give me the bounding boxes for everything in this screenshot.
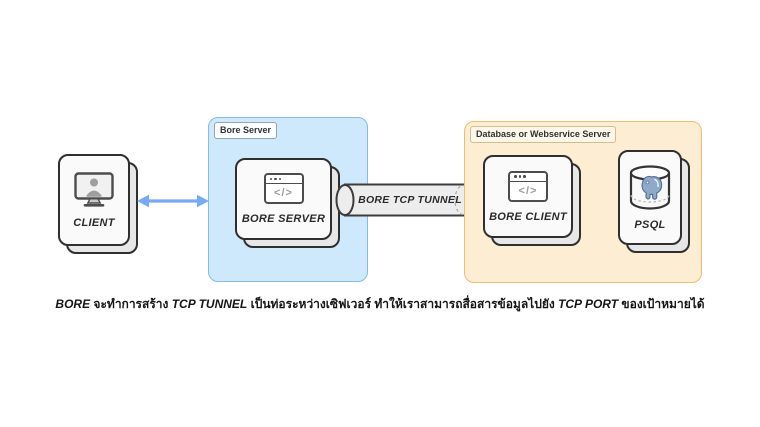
code-glyph: </>	[518, 184, 538, 197]
bore-client-node: </> BORE CLIENT	[483, 155, 581, 246]
monitor-user-icon	[74, 171, 114, 207]
caption-segment: TCP PORT	[558, 297, 619, 311]
client-node: CLIENT	[58, 154, 138, 254]
bore-server-node: </> BORE SERVER	[235, 158, 340, 248]
caption: BORE จะทำการสร้าง TCP TUNNEL เป็นท่อระหว…	[0, 295, 760, 314]
database-group-label: Database or Webservice Server	[470, 126, 617, 143]
code-glyph: </>	[274, 187, 293, 199]
psql-card: PSQL	[618, 150, 682, 245]
bore-client-label: BORE CLIENT	[489, 210, 567, 223]
psql-node: PSQL	[618, 150, 690, 253]
bore-client-card: </> BORE CLIENT	[483, 155, 573, 238]
window-titlebar	[265, 175, 302, 184]
postgres-database-icon	[629, 165, 671, 210]
window-titlebar	[510, 173, 546, 182]
bore-server-group-label: Bore Server	[214, 122, 278, 139]
psql-label: PSQL	[634, 219, 666, 231]
caption-segment: ของเป้าหมายได้	[618, 297, 705, 311]
caption-segment: TCP TUNNEL	[171, 297, 248, 311]
client-label: CLIENT	[73, 216, 115, 229]
code-window-icon: </>	[508, 170, 548, 202]
caption-segment: เป็นท่อระหว่างเซิฟเวอร์ ทำให้เราสามารถสื…	[247, 297, 559, 311]
tunnel-label: BORE TCP TUNNEL	[358, 194, 462, 206]
bore-server-card: </> BORE SERVER	[235, 158, 332, 240]
code-window-icon: </>	[263, 173, 304, 204]
left-right-arrow-icon	[137, 194, 209, 208]
caption-segment: BORE	[55, 297, 91, 311]
bore-server-label: BORE SERVER	[241, 213, 326, 225]
caption-segment: จะทำการสร้าง	[90, 297, 172, 311]
client-card: CLIENT	[58, 154, 130, 246]
